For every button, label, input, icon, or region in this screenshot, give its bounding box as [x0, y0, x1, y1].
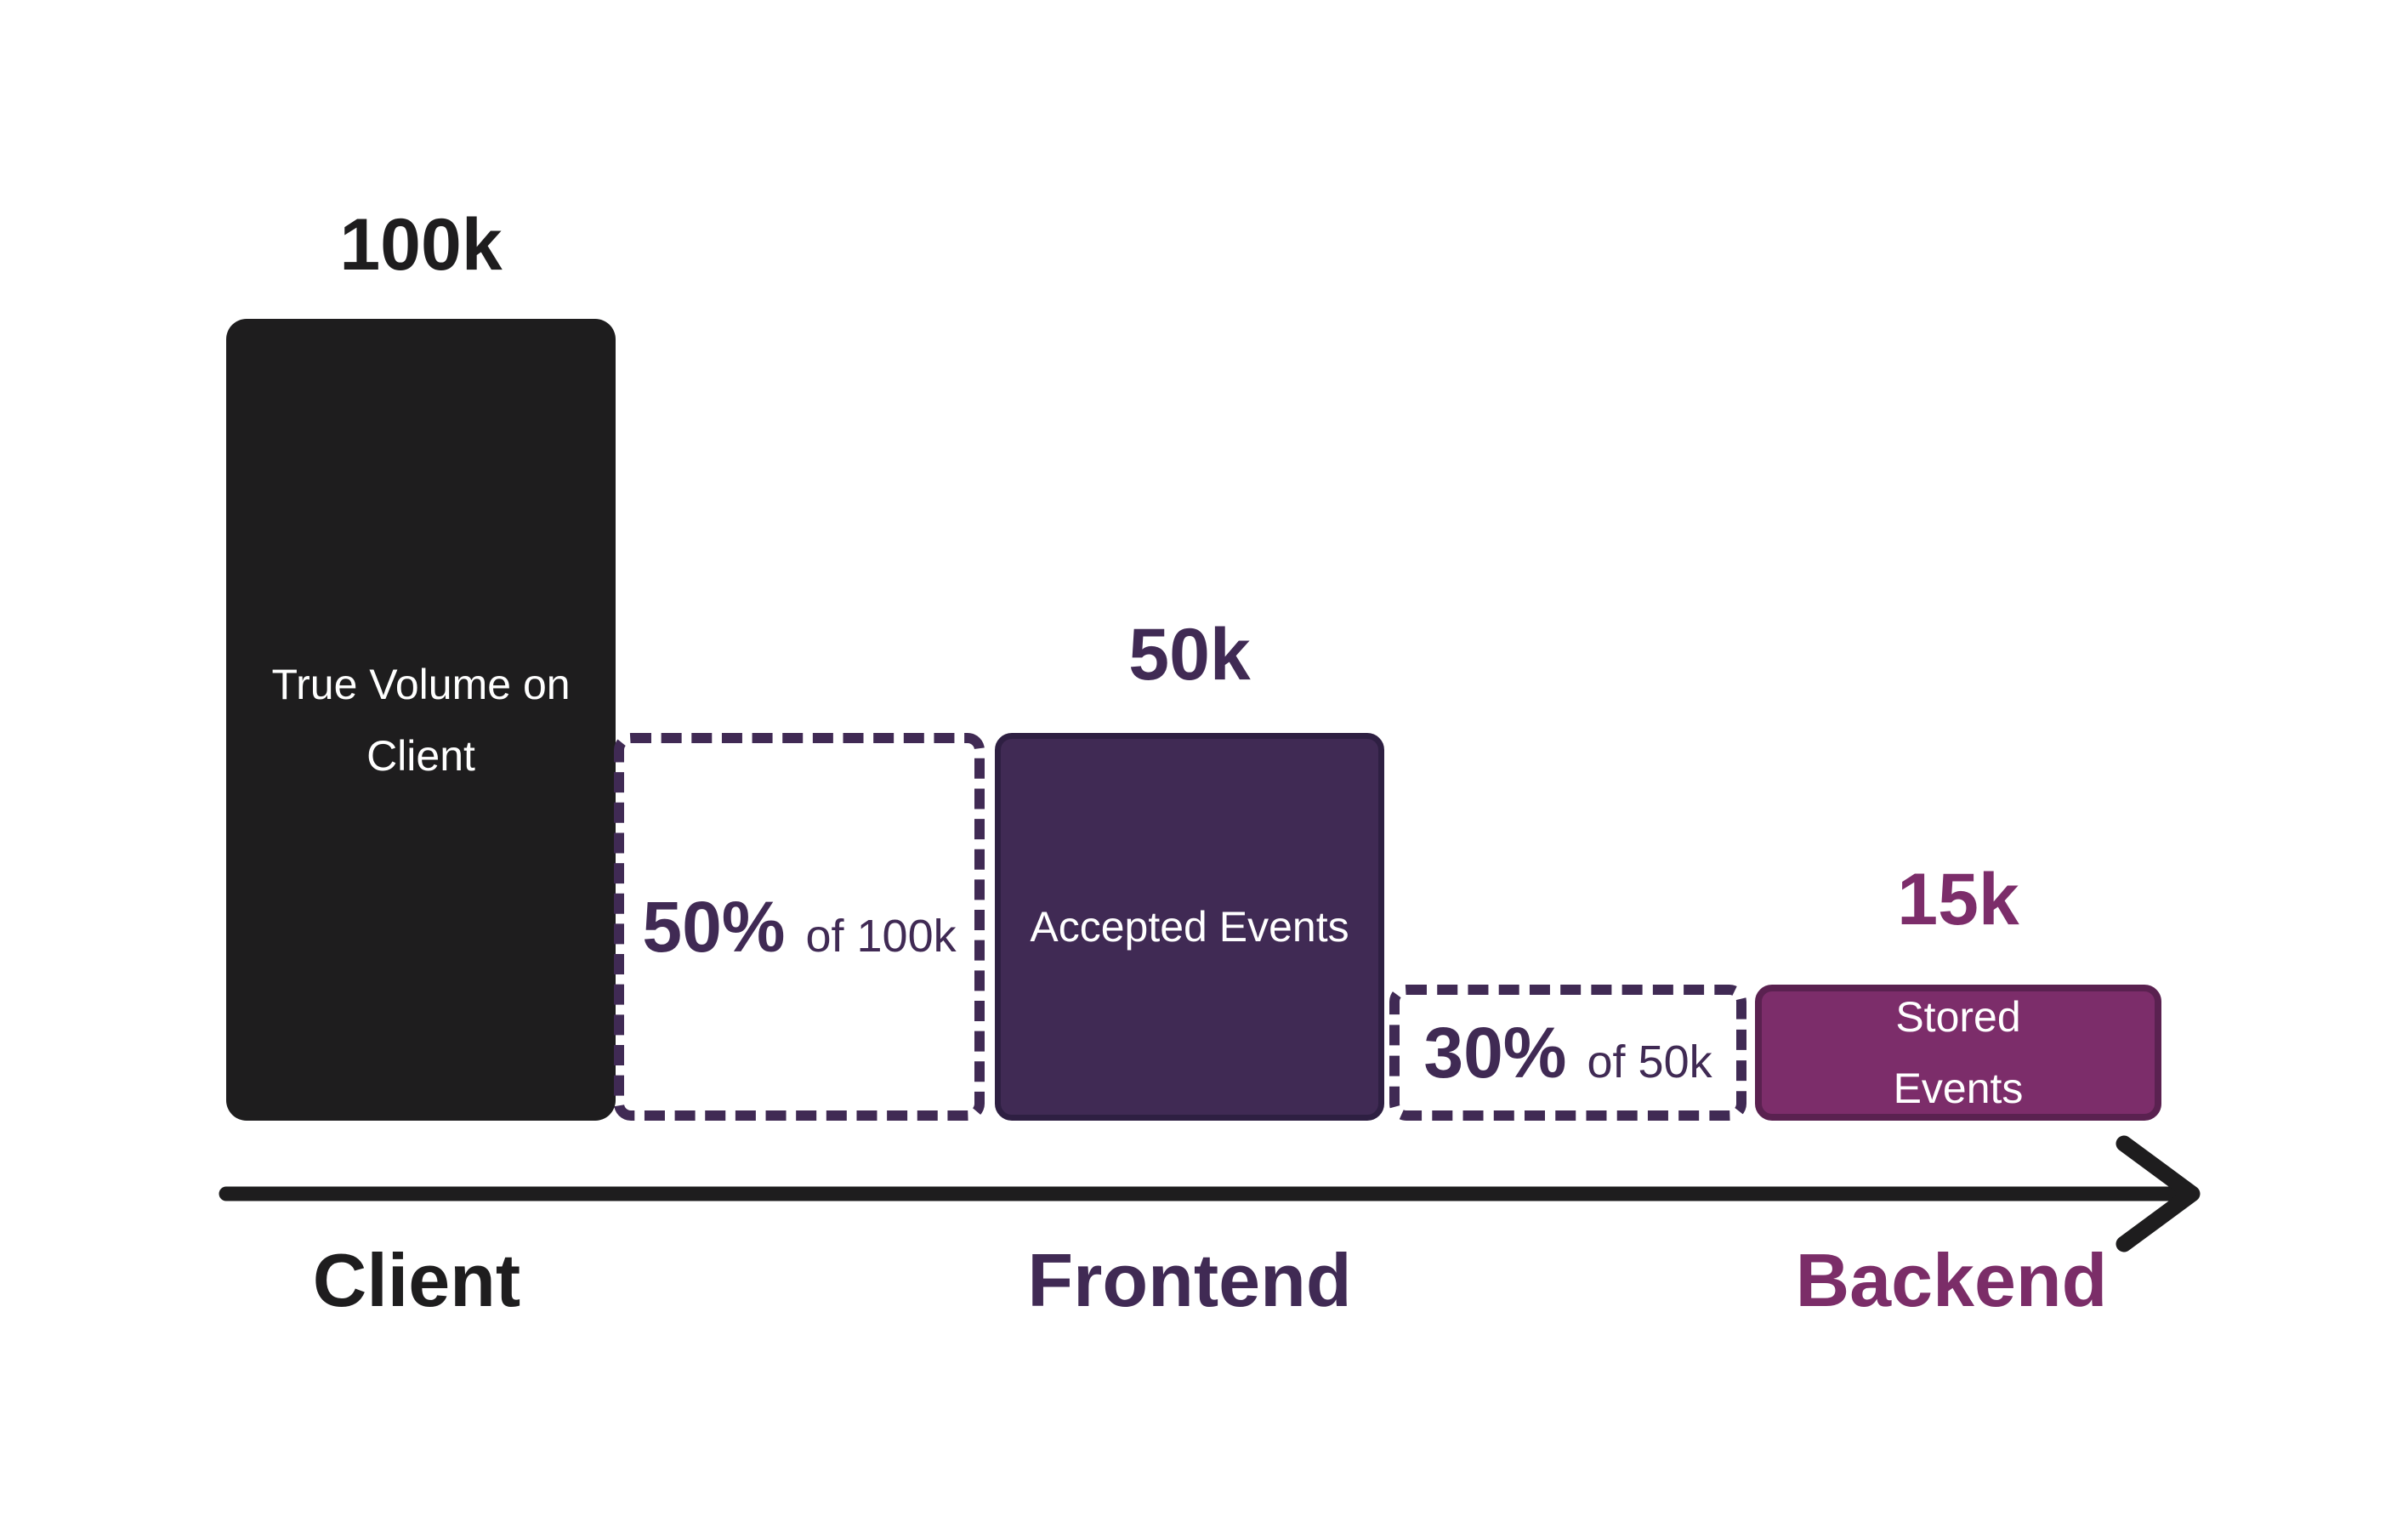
arrowhead-icon [2116, 1135, 2201, 1252]
bar-stored-events: Stored Events [1755, 985, 2161, 1121]
bar-true-volume-on-client: True Volume on Client [226, 319, 616, 1121]
axis-label-client: Client [312, 1238, 521, 1322]
bar-label-accepted-events: Accepted Events [1030, 891, 1349, 963]
value-label-stored-events: 15k [1897, 859, 2019, 940]
drop-percentage: 50% [642, 886, 786, 967]
bar-label-stored-events: Stored Events [1894, 981, 2024, 1124]
drop-label: 30% of 50k [1423, 1012, 1712, 1094]
drop-of-text: of 50k [1587, 1036, 1712, 1088]
axis-label-backend: Backend [1795, 1238, 2108, 1322]
drop-label: 50% of 100k [642, 886, 956, 968]
value-label-accepted-events: 50k [1128, 614, 1251, 696]
drop-percentage: 30% [1423, 1012, 1567, 1093]
bar-label-line: True Volume on [271, 660, 571, 708]
bar-accepted-events: Accepted Events [995, 733, 1384, 1121]
bar-label-line: Events [1893, 1065, 2024, 1112]
bar-label-line: Accepted Events [1030, 903, 1349, 951]
drop-of-text: of 100k [805, 910, 957, 962]
bar-label-line: Client [366, 731, 475, 780]
dashed-box-drop-frontend-to-backend: 30% of 50k [1389, 985, 1746, 1121]
axis-label-frontend: Frontend [1027, 1238, 1352, 1322]
bar-label-true-volume: True Volume on Client [271, 649, 570, 792]
dashed-box-drop-client-to-frontend: 50% of 100k [614, 733, 985, 1121]
flow-axis-arrow [219, 1135, 2201, 1252]
bar-label-line: Stored [1895, 993, 2021, 1041]
value-label-client-volume: 100k [339, 204, 503, 286]
